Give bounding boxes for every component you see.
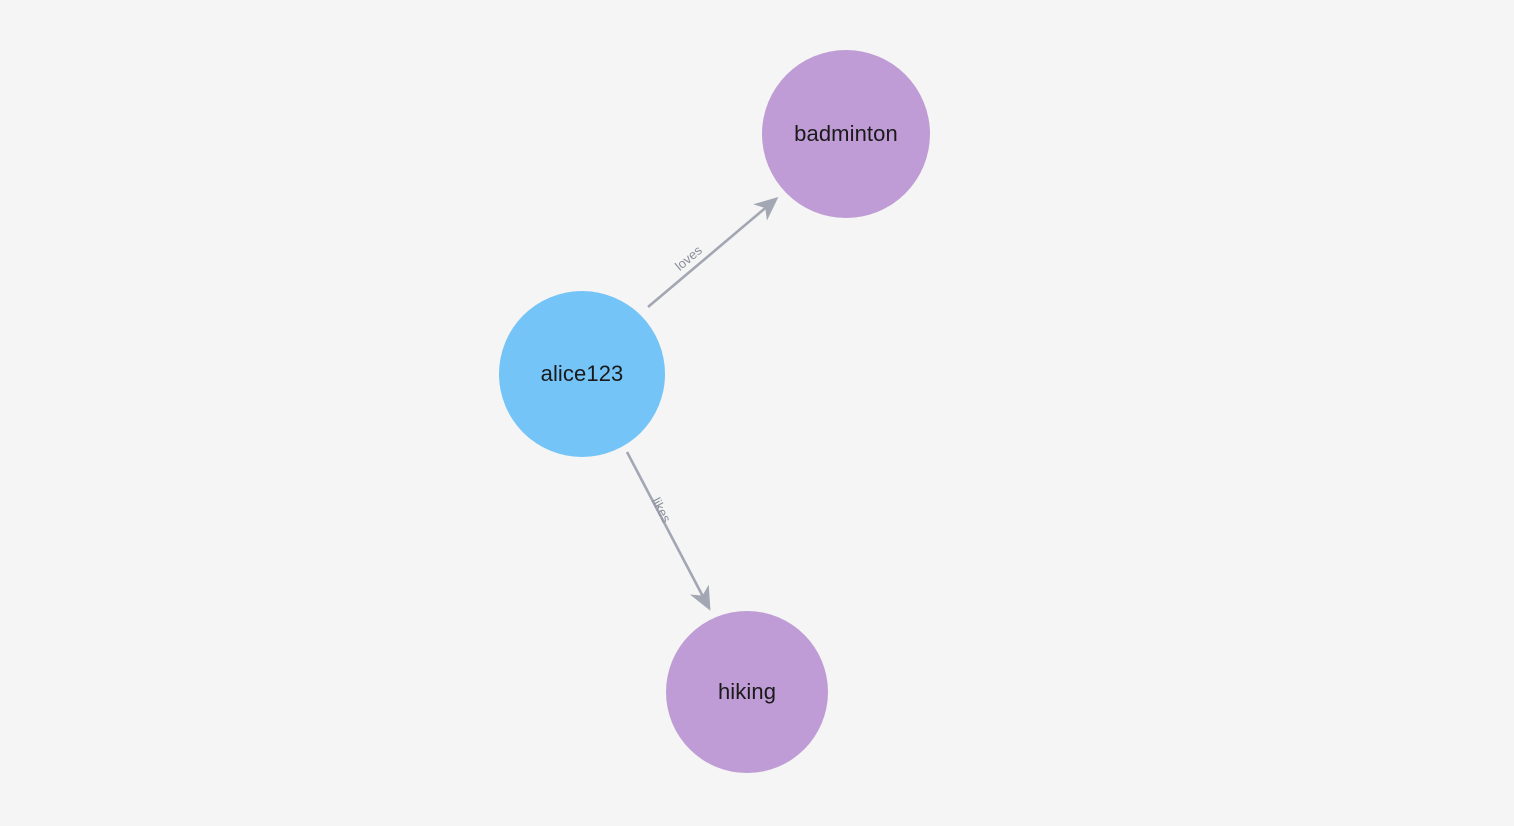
edge-line-loves[interactable] bbox=[647, 196, 779, 308]
graph-node-label-badminton: badminton bbox=[794, 121, 898, 146]
graph-node-label-alice123: alice123 bbox=[540, 361, 624, 386]
edge-line-likes[interactable] bbox=[625, 451, 711, 611]
graph-node-badminton[interactable]: badminton bbox=[762, 50, 930, 218]
graph-node-hiking[interactable]: hiking bbox=[666, 611, 828, 773]
graph-node-alice123[interactable]: alice123 bbox=[499, 291, 665, 457]
graph-node-label-hiking: hiking bbox=[717, 679, 777, 704]
